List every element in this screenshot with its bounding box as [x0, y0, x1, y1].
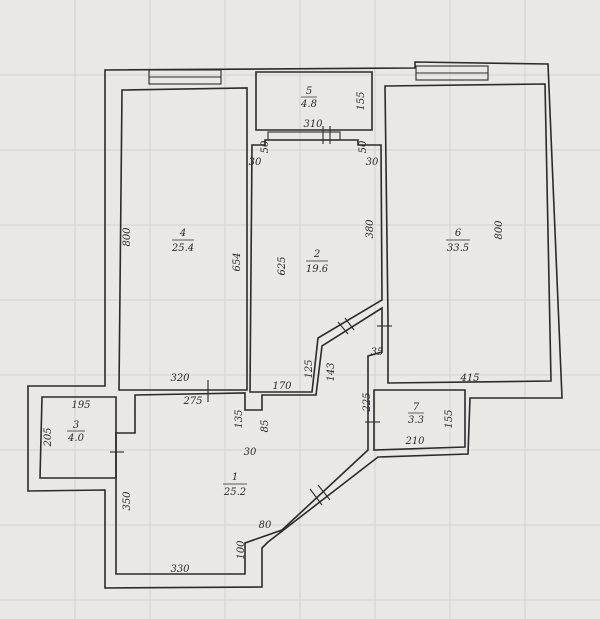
dim-room3-height: 205	[43, 427, 54, 447]
dim-diag-b: 143	[326, 362, 337, 381]
dim-balcony-height: 155	[356, 91, 367, 110]
room-number: 1	[232, 472, 238, 483]
dim-room7-left: 225	[362, 392, 373, 412]
room-label-3: 3 4.0	[67, 420, 85, 444]
dim-room4-wall: 654	[232, 252, 243, 271]
dim-hall-diag: 80	[259, 520, 272, 531]
dim-hall-30: 30	[244, 447, 257, 458]
room-area: 25.2	[223, 487, 246, 498]
room-label-2: 2 19.6	[306, 249, 329, 275]
room-7-outline	[373, 389, 466, 451]
room-area: 3.3	[408, 415, 424, 426]
dim-room2-bottom: 170	[272, 381, 292, 392]
dim-room6-width: 415	[459, 373, 479, 384]
room-number: 7	[413, 402, 420, 413]
room-area: 4.8	[300, 99, 317, 110]
outer-walls	[27, 61, 563, 589]
dim-hall-left: 350	[122, 491, 133, 511]
dim-small-35: 35	[371, 347, 384, 358]
dim-room2-height: 625	[277, 256, 288, 275]
room-label-1: 1 25.2	[223, 472, 247, 498]
room-label-4: 4 25.4	[171, 228, 194, 254]
dim-room2-right-height: 380	[365, 219, 376, 239]
room-area: 33.5	[447, 243, 469, 254]
room-number: 2	[313, 249, 320, 260]
room-2-outline	[249, 139, 383, 393]
dim-hall-100: 100	[236, 540, 247, 560]
dim-hall-85: 85	[260, 420, 271, 433]
room-number: 4	[179, 228, 186, 239]
room-number: 3	[73, 420, 79, 431]
room-area: 4.0	[67, 433, 85, 444]
door-marks	[110, 317, 392, 506]
dim-room2-left-offset: 50	[260, 140, 271, 153]
dim-hall-135: 135	[234, 409, 245, 428]
room-5-outline	[255, 71, 373, 131]
room-number: 6	[455, 228, 462, 239]
dim-room4-height: 800	[122, 227, 133, 247]
windows	[148, 65, 489, 85]
dim-room3-width: 195	[71, 400, 90, 411]
dim-balcony-top: 310	[303, 119, 323, 130]
room-area: 25.4	[171, 243, 194, 254]
room-6-outline	[384, 83, 552, 384]
dim-hall-bottom: 330	[170, 564, 190, 575]
room-label-5: 5 4.8	[300, 86, 317, 110]
dim-room2-right-offset: 50	[358, 140, 369, 153]
room-number: 5	[306, 86, 312, 97]
room-4-outline	[118, 87, 248, 391]
dim-diag-a: 125	[304, 359, 315, 378]
room-label-6: 6 33.5	[446, 228, 470, 254]
room-1-outline	[115, 306, 383, 575]
room-label-7: 7 3.3	[408, 402, 424, 426]
dim-room7-right: 155	[444, 409, 455, 428]
dim-room6-height: 800	[494, 220, 505, 240]
dim-room2-right-wall: 30	[366, 157, 379, 168]
room-area: 19.6	[306, 264, 329, 275]
dim-room4-width: 320	[170, 373, 190, 384]
dim-room7-width: 210	[404, 436, 425, 447]
dim-hall-top: 275	[182, 396, 202, 407]
dim-room2-left-wall: 30	[249, 157, 262, 168]
dimension-labels: 310 155 50 50 30 30 800 654 625 380 800 …	[43, 91, 505, 575]
